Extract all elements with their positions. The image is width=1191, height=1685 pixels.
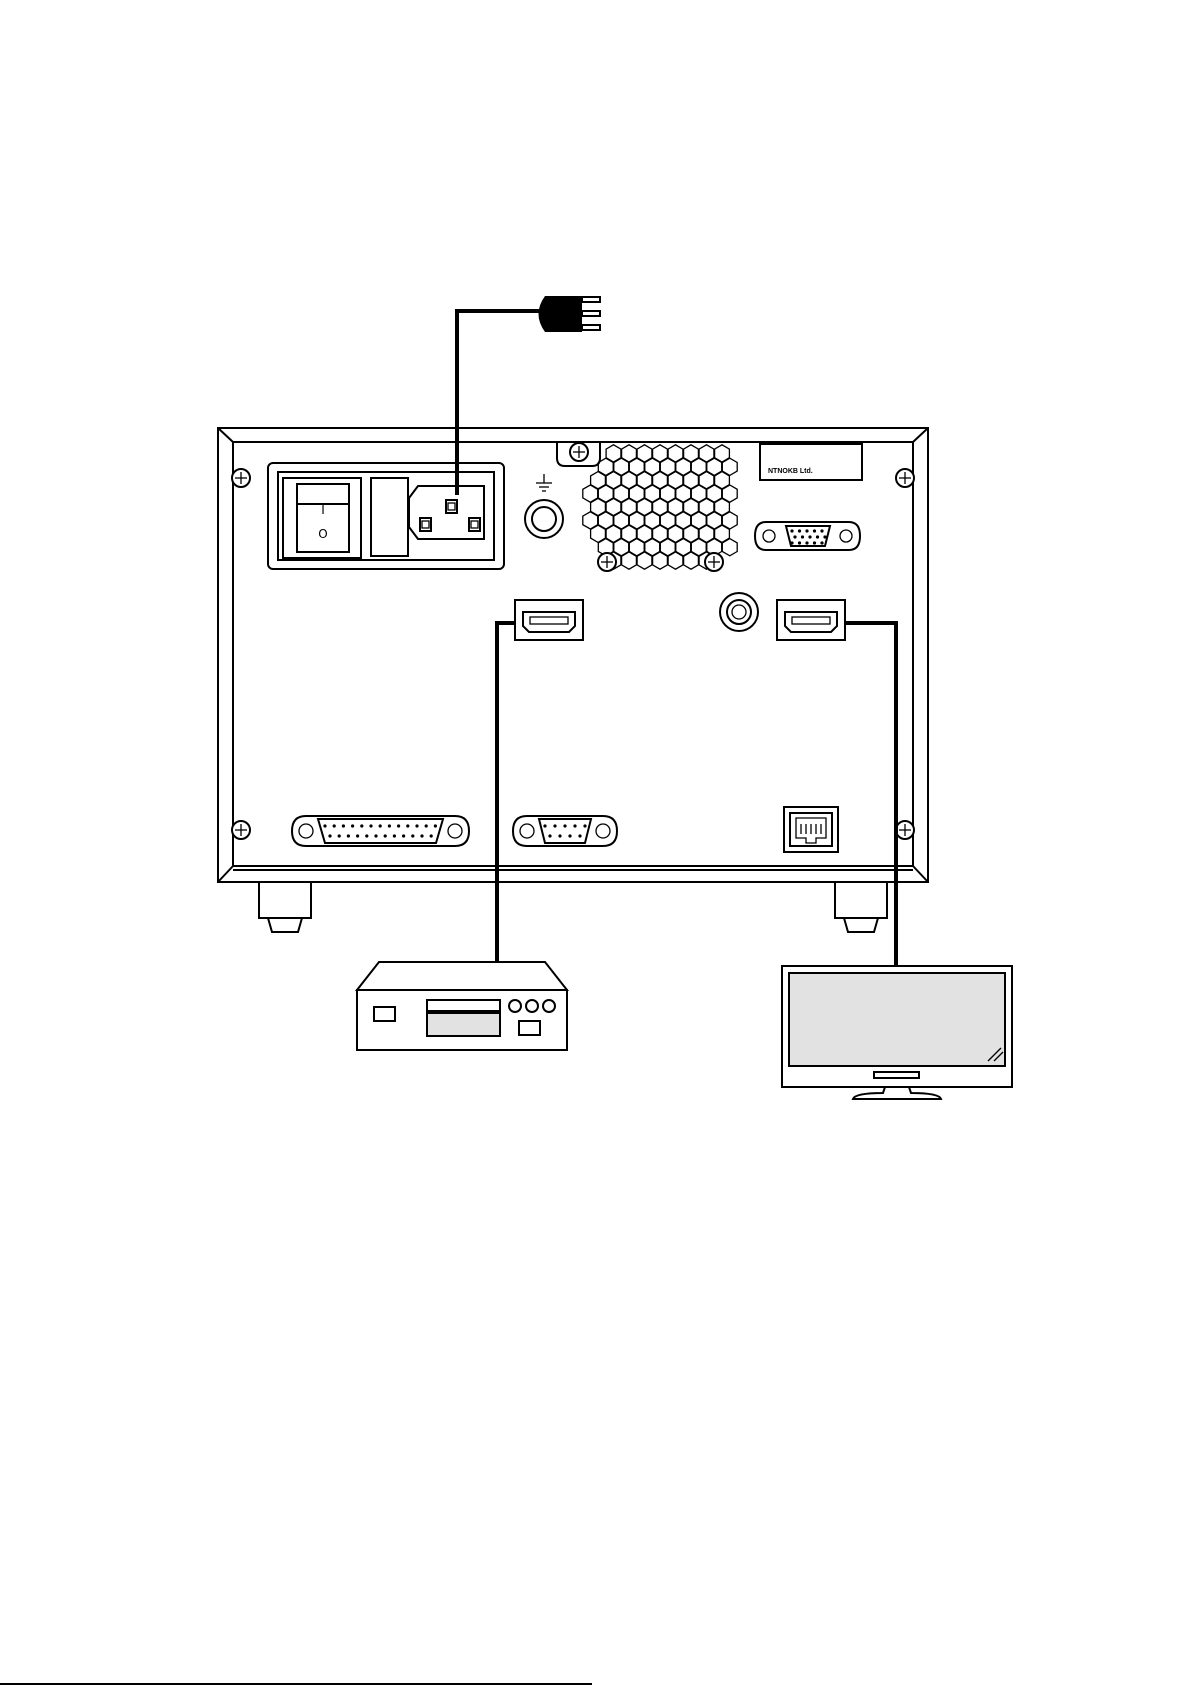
hdmi-port-right[interactable]: [777, 600, 845, 640]
connector-pin: [434, 824, 437, 827]
connector-pin: [801, 535, 804, 538]
connector-pin: [820, 529, 823, 532]
ground-icon: [536, 474, 552, 491]
connector-pin: [351, 824, 354, 827]
power-plug-icon: [539, 296, 601, 332]
power-cable: [457, 311, 545, 495]
connector-pin: [369, 824, 372, 827]
connector-pin: [347, 834, 350, 837]
vent-hole: [668, 552, 683, 569]
connector-pin: [793, 535, 796, 538]
connector-pin: [808, 535, 811, 538]
screw-icon: [896, 821, 914, 839]
vga-port[interactable]: [755, 522, 860, 550]
ground-terminal[interactable]: [525, 500, 563, 538]
connector-pin: [805, 529, 808, 532]
connector-pin: [411, 834, 414, 837]
connector-pin: [568, 834, 571, 837]
connector-pin: [543, 824, 546, 827]
connector-pin: [425, 824, 428, 827]
recorder-device: [357, 962, 567, 1050]
monitor-device: [782, 966, 1012, 1099]
connector-pin: [397, 824, 400, 827]
connector-pin: [805, 541, 808, 544]
device-foot-right: [835, 882, 887, 932]
vent-hole: [622, 552, 637, 569]
connector-pin: [553, 824, 556, 827]
fuse-holder: [371, 478, 408, 556]
screw-icon: [570, 443, 588, 461]
connector-pin: [360, 824, 363, 827]
power-switch-off-label: O: [318, 527, 327, 541]
connector-pin: [813, 541, 816, 544]
connector-pin: [342, 824, 345, 827]
connector-pin: [323, 824, 326, 827]
connector-pin: [384, 834, 387, 837]
connector-pin: [548, 834, 551, 837]
nameplate-text: NTNOKB Ltd.: [768, 468, 813, 475]
connector-pin: [430, 834, 433, 837]
connector-pin: [820, 541, 823, 544]
device-foot-left: [259, 882, 311, 932]
db25-port[interactable]: [292, 816, 469, 846]
hdmi-cable-left: [497, 623, 515, 962]
connector-pin: [415, 824, 418, 827]
audio-jack[interactable]: [720, 593, 758, 631]
connector-pin: [798, 529, 801, 532]
ventilation-grille: [583, 445, 737, 569]
hdmi-cable-right: [845, 623, 896, 966]
connector-pin: [333, 824, 336, 827]
db9-port[interactable]: [513, 816, 617, 846]
screw-icon: [232, 821, 250, 839]
power-switch[interactable]: I O: [283, 478, 361, 558]
nameplate: NTNOKB Ltd.: [760, 444, 862, 480]
connector-pin: [790, 529, 793, 532]
power-switch-on-label: I: [321, 503, 325, 517]
connector-pin: [338, 834, 341, 837]
connector-pin: [563, 824, 566, 827]
connector-pin: [573, 824, 576, 827]
connector-pin: [402, 834, 405, 837]
ac-power-inlet: [409, 486, 484, 539]
screw-icon: [598, 553, 616, 571]
connector-pin: [790, 541, 793, 544]
vent-hole: [722, 539, 737, 556]
connector-pin: [393, 834, 396, 837]
connector-pin: [388, 824, 391, 827]
connector-pin: [798, 541, 801, 544]
connector-pin: [578, 834, 581, 837]
connector-pin: [813, 529, 816, 532]
hdmi-port-left[interactable]: [515, 600, 583, 640]
screw-icon: [896, 469, 914, 487]
screw-icon: [705, 553, 723, 571]
rj-port[interactable]: [784, 807, 838, 852]
connector-pin: [558, 834, 561, 837]
connector-pin: [365, 834, 368, 837]
connector-pin: [816, 535, 819, 538]
connector-pin: [328, 834, 331, 837]
connector-pin: [823, 535, 826, 538]
vent-hole: [653, 552, 668, 569]
screw-icon: [232, 469, 250, 487]
connector-pin: [406, 824, 409, 827]
connector-pin: [420, 834, 423, 837]
vent-hole: [637, 552, 652, 569]
vent-hole: [684, 552, 699, 569]
connector-pin: [374, 834, 377, 837]
connector-pin: [583, 824, 586, 827]
connector-pin: [356, 834, 359, 837]
connector-pin: [379, 824, 382, 827]
